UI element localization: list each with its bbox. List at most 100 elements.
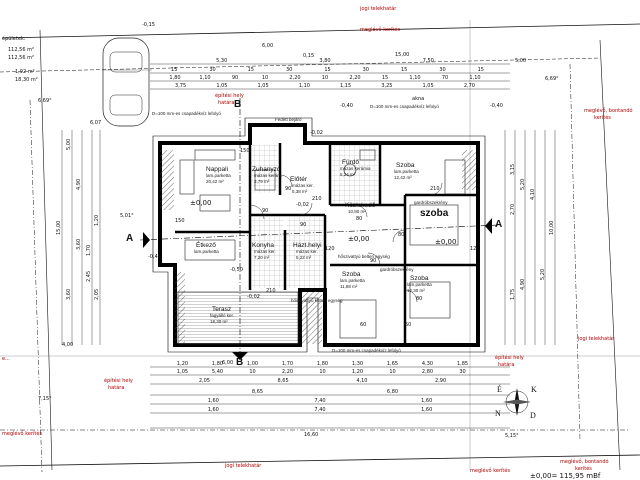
room-szoba2-name: Szoba — [342, 271, 361, 278]
door-mark-0: 90 — [262, 208, 268, 214]
level-040-b: -0,40 — [490, 103, 503, 109]
base-elevation: ±0,00= 115,95 mBf — [530, 472, 601, 480]
dim-bottom-total: 16,60 — [304, 432, 318, 438]
dim-top-outer: 5,00 — [515, 58, 526, 64]
door-mark-4: 80 — [416, 296, 422, 302]
dim-top-r3-5: 10 — [322, 75, 328, 81]
dim-left-h3: 1,20 — [94, 215, 100, 226]
dims-top-row1: 5,30 3,80 7,50 — [216, 58, 434, 64]
door-swings — [249, 174, 443, 303]
dim-top-r2-5: 30 — [363, 67, 369, 73]
dim-top-r1-0: 5,30 — [216, 58, 227, 64]
dim-bot-r1-4: 1,80 — [317, 361, 328, 367]
dim-bot-r6-2: 1,60 — [421, 407, 432, 413]
dim-bot-r2-3: 2,20 — [282, 369, 293, 375]
heatpump-outdoor: hőszivattyú kültéri egység — [291, 298, 343, 303]
dim-bot-r3-0: 2,05 — [199, 378, 210, 384]
dim-right-h1: 5,20 — [520, 179, 526, 190]
room-eloter-sub: mázas ker. — [292, 183, 314, 188]
dim-bot-r3-1: 8,65 — [278, 378, 289, 384]
gardrobe-label-2: gardróbszekrény — [380, 267, 414, 272]
room-szoba1-sub: lam.parketta — [394, 169, 419, 174]
label-kerites-top: kerítés — [594, 114, 611, 121]
downpipe-note-2: D=100 mm-es csapadékvíz lefolyó — [370, 104, 439, 109]
label-hatara-top: határa — [218, 99, 234, 106]
dim-top-outer-c: 6,00 — [262, 43, 273, 49]
room-szoba3-area: 12,30 m² — [407, 288, 425, 293]
dim-left-h4: 2,05 — [94, 289, 100, 300]
level-002-c: -0,02 — [296, 202, 309, 208]
dim-bot-r2-0: 1,05 — [177, 369, 188, 375]
room-zuhanyzo-name: Zuhanyzó — [252, 166, 281, 173]
heatpump-indoor: hőszivattyú belteri egység — [338, 254, 390, 259]
dim-top-r3-9: 70 — [442, 75, 448, 81]
plot-boundaries — [0, 20, 640, 473]
dim-bot-r5-0: 1,60 — [208, 398, 219, 404]
room-nappali-area: 20,42 m² — [206, 179, 224, 184]
section-b-bottom: B — [236, 357, 243, 368]
dim-bot-r4-1: 6,80 — [387, 389, 398, 395]
label-hatara-right: határa — [498, 361, 514, 368]
dim-bot-r1-6: 1,65 — [387, 361, 398, 367]
door-mark-2: 80 — [356, 216, 362, 222]
dim-top-r3-8: 1,10 — [409, 75, 420, 81]
dim-right-h7: 5,20 — [540, 269, 546, 280]
dim-top-outer-b: 15,00 — [395, 52, 409, 58]
door-mark-10: 150 — [175, 218, 185, 224]
label-meglevo-kerites-bottom: meglévő kerítés — [470, 467, 510, 474]
room-terasz-area: 18,30 m² — [210, 319, 228, 324]
room-nappali-sub: lam.parketta — [206, 173, 231, 178]
room-szoba2-area: 11,88 m² — [340, 284, 358, 289]
room-szoba1-name: Szoba — [396, 162, 415, 169]
dim-bot-r2-6: 10 — [389, 369, 395, 375]
area-1: 112,56 m² — [8, 47, 34, 53]
header-title: épületek: — [2, 35, 26, 42]
door-mark-1: 90 — [300, 222, 306, 228]
dim-right-total: 10,00 — [549, 221, 555, 235]
door-mark-13: 120 — [470, 246, 480, 252]
room-etkezo-name: Étkező — [196, 240, 216, 249]
label-epitesi-hely-right: építési hely — [495, 354, 524, 361]
dim-top-r4-3: 1,10 — [299, 83, 310, 89]
dims-singles: 5,00 15,00 6,00 16,60 6,00 4,00 15,00 4,… — [56, 43, 555, 438]
slope-669b: 6,69° — [545, 76, 559, 82]
dim-top-r4-2: 1,05 — [258, 83, 269, 89]
label-jogi-telekhatar-bottom: jogi telekhatár — [224, 462, 262, 469]
room-kozlekedo-name: Közlekedő — [345, 202, 376, 209]
slope-715: 7,15° — [38, 396, 52, 402]
dim-top-r4-7: 2,70 — [464, 83, 475, 89]
level-050: -0,50 — [230, 267, 243, 273]
door-mark-7: 210 — [430, 186, 440, 192]
label-jogi-telekhatar-top: jogi telekhatár — [359, 5, 397, 12]
door-mark-14: 60 — [360, 322, 366, 328]
room-eloter-area: 5,38 m² — [292, 189, 308, 194]
room-szoba1-area: 12,42 m² — [394, 175, 412, 180]
dim-top-r2-7: 30 — [439, 67, 445, 73]
kozlekedo-elevation: ±0,00 — [348, 235, 369, 243]
dim-top-r3-2: 90 — [232, 75, 238, 81]
dim-bottom-400: 4,00 — [62, 342, 73, 348]
dim-left-total: 15,00 — [56, 221, 62, 235]
dim-top-r1-1: 3,80 — [319, 58, 330, 64]
dim-left-h8: 5,00 — [66, 139, 72, 150]
dim-bot-r6-1: 7,40 — [314, 407, 325, 413]
level-040-a: -0,40 — [340, 103, 353, 109]
dim-top-r2-4: 15 — [324, 67, 330, 73]
downpipe-note-1: D=100 mm-es csapadékvíz lefolyó — [152, 111, 221, 116]
dim-bot-r1-0: 1,20 — [177, 361, 188, 367]
dim-bot-r1-1: 1,80 — [212, 361, 223, 367]
label-epitesi-hely-left: építési hely — [104, 377, 133, 384]
dim-top-r2-3: 30 — [286, 67, 292, 73]
dim-top-r4-5: 3,25 — [381, 83, 392, 89]
room-zuhanyzo-area: 3,79 m² — [254, 179, 270, 184]
nappali-elevation: ±0,00 — [190, 199, 211, 207]
dim-top-r1-2: 7,50 — [423, 58, 434, 64]
dim-top-r2-2: 15 — [248, 67, 254, 73]
dim-top-r3-4: 2,20 — [289, 75, 300, 81]
level-002-b: -0,02 — [247, 294, 260, 300]
room-haztartasi-sub: mázas ker. — [296, 249, 318, 254]
